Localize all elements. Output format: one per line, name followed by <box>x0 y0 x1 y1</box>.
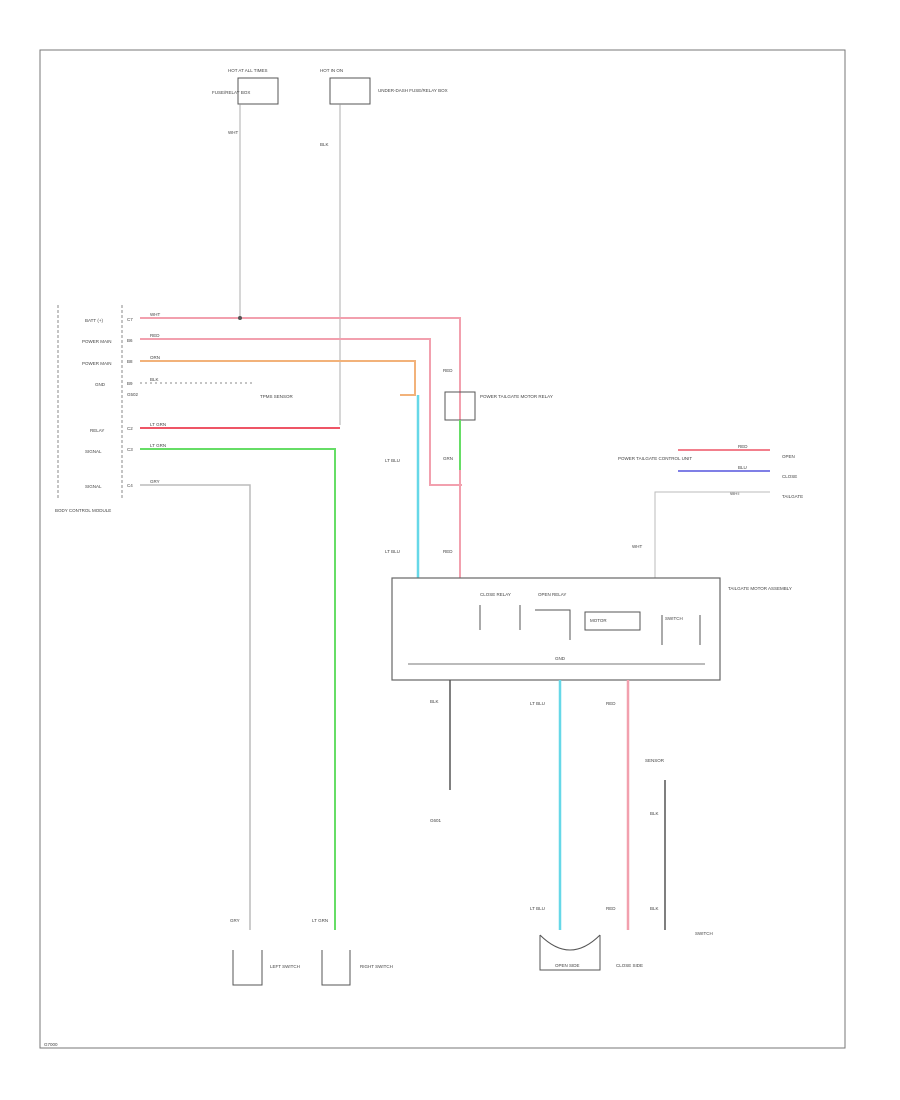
wire-label-gry: GRY <box>150 479 160 484</box>
lower-cyan-label-1: LT BLU <box>530 701 545 706</box>
wire-pink <box>140 317 461 578</box>
right-input-1-wire: RED <box>738 444 748 449</box>
diagram-frame <box>39 49 846 1049</box>
motor-left-label: OPEN SIDE <box>555 963 580 968</box>
top-left-fuse: HOT AT ALL TIMES FUSE/RELAY BOX WHT <box>212 68 279 320</box>
sensor-wire-2: BLK <box>650 906 659 911</box>
lower-gnd-wire-label: BLK <box>430 699 439 704</box>
module-wire-wht: WHT <box>632 544 642 549</box>
bcm-pin-6: C3 <box>127 447 133 452</box>
lower-red-label-2: RED <box>606 906 616 911</box>
wire-orange <box>140 360 416 396</box>
sensor-label: SENSOR <box>645 758 665 763</box>
right-input-2-label: CLOSE <box>782 474 797 479</box>
module-slot-2: OPEN RELAY <box>538 592 566 597</box>
bcm-pin-3: B8 <box>127 359 133 364</box>
top-right-fuse-title: HOT IN ON <box>320 68 343 73</box>
wire-label-orn: ORN <box>150 355 160 360</box>
lower-red-label-1: RED <box>606 701 616 706</box>
red-wire-label: RED <box>443 549 453 554</box>
module-slot-3: MOTOR <box>590 618 607 623</box>
lower-cyan-label-2: LT BLU <box>530 906 545 911</box>
bottom-left-switch-wire: GRY <box>230 918 240 923</box>
right-input-1-label: OPEN <box>782 454 795 459</box>
wire-gray <box>140 484 251 930</box>
relay-title: POWER TAILGATE MOTOR RELAY <box>480 394 553 399</box>
tailgate-module: TAILGATE MOTOR ASSEMBLY GND CLOSE RELAY … <box>391 544 792 681</box>
bcm-pin-1: C7 <box>127 317 133 322</box>
bcm-gnd-note: G502 <box>127 392 139 397</box>
bcm-pin-1-label: BATT (+) <box>85 318 103 323</box>
bottom-left-switch-label: LEFT SWITCH <box>270 964 300 969</box>
relay-wire-in: RED <box>443 368 453 373</box>
top-left-fuse-box: FUSE/RELAY BOX <box>212 90 250 95</box>
right-inputs: POWER TAILGATE CONTROL UNIT OPEN CLOSE R… <box>618 444 803 578</box>
bottom-right-switch-label: RIGHT SWITCH <box>360 964 393 969</box>
bcm-pin-5-label: RELAY <box>90 428 104 433</box>
bcm-title: BODY CONTROL MODULE <box>55 508 111 513</box>
body-control-module: BODY CONTROL MODULE BATT (+) POWER MAIN … <box>55 305 139 513</box>
wire-label-blk: BLK <box>150 377 159 382</box>
lower-gnd-label: G601 <box>430 818 442 823</box>
bcm-pin-5: C2 <box>127 426 133 431</box>
tpms-note: TPMS SENSOR <box>260 394 294 399</box>
bcm-pin-7-label: SIGNAL <box>85 484 102 489</box>
bcm-pin-3-label: POWER MAIN <box>82 361 112 366</box>
top-right-fuse-box: UNDER-DASH FUSE/RELAY BOX <box>378 88 448 93</box>
bcm-pin-2-label: POWER MAIN <box>82 339 112 344</box>
right-input-3-label: TAILGATE <box>782 494 803 499</box>
wire-label-ltgrn-2: LT GRN <box>150 443 166 448</box>
bottom-right-switch-wire: LT GRN <box>312 918 328 923</box>
sensor-wire-1: BLK <box>650 811 659 816</box>
motor-symbol: OPEN SIDE CLOSE SIDE <box>539 934 643 971</box>
bottom-right-switch: RIGHT SWITCH LT GRN <box>312 918 393 986</box>
module-slot-1: CLOSE RELAY <box>480 592 511 597</box>
tailgate-relay: POWER TAILGATE MOTOR RELAY RED GRN <box>443 368 553 470</box>
bcm-pin-6-label: SIGNAL <box>85 449 102 454</box>
right-input-2-wire: BLU <box>738 465 747 470</box>
top-left-fuse-title: HOT AT ALL TIMES <box>228 68 268 73</box>
top-left-fuse-wire: WHT <box>228 130 238 135</box>
module-gnd-label: GND <box>555 656 566 661</box>
top-right-fuse-wire: BLK <box>320 142 329 147</box>
motor-right-label: CLOSE SIDE <box>616 963 643 968</box>
wire-label-ltgrn-1: LT GRN <box>150 422 166 427</box>
wire-red-main <box>140 338 462 486</box>
cyan-wire-label-1: LT BLU <box>385 458 400 463</box>
cyan-wire-label-2: LT BLU <box>385 549 400 554</box>
switch-right-label: SWITCH <box>695 931 713 936</box>
module-title: TAILGATE MOTOR ASSEMBLY <box>728 586 792 591</box>
bcm-pin-7: C4 <box>127 483 133 488</box>
right-input-3-wire: WHT <box>730 491 740 496</box>
module-box <box>391 577 721 681</box>
bottom-left-switch: LEFT SWITCH GRY <box>230 918 300 986</box>
bcm-pin-4: B9 <box>127 381 133 386</box>
module-slot-4: SWITCH <box>665 616 683 621</box>
bcm-pin-2: B6 <box>127 338 133 343</box>
figure-id: G7000 <box>44 1042 58 1047</box>
wire-label-wht: WHT <box>150 312 160 317</box>
right-inputs-title: POWER TAILGATE CONTROL UNIT <box>618 456 692 461</box>
wire-green <box>140 448 336 930</box>
wire-label-red: RED <box>150 333 160 338</box>
bcm-pin-4-label: GND <box>95 382 106 387</box>
relay-wire-out: GRN <box>443 456 453 461</box>
top-right-fuse: HOT IN ON UNDER-DASH FUSE/RELAY BOX BLK <box>320 68 448 425</box>
junction-dot-1 <box>238 316 242 320</box>
sensor-branch: SENSOR BLK BLK SWITCH <box>645 758 713 936</box>
